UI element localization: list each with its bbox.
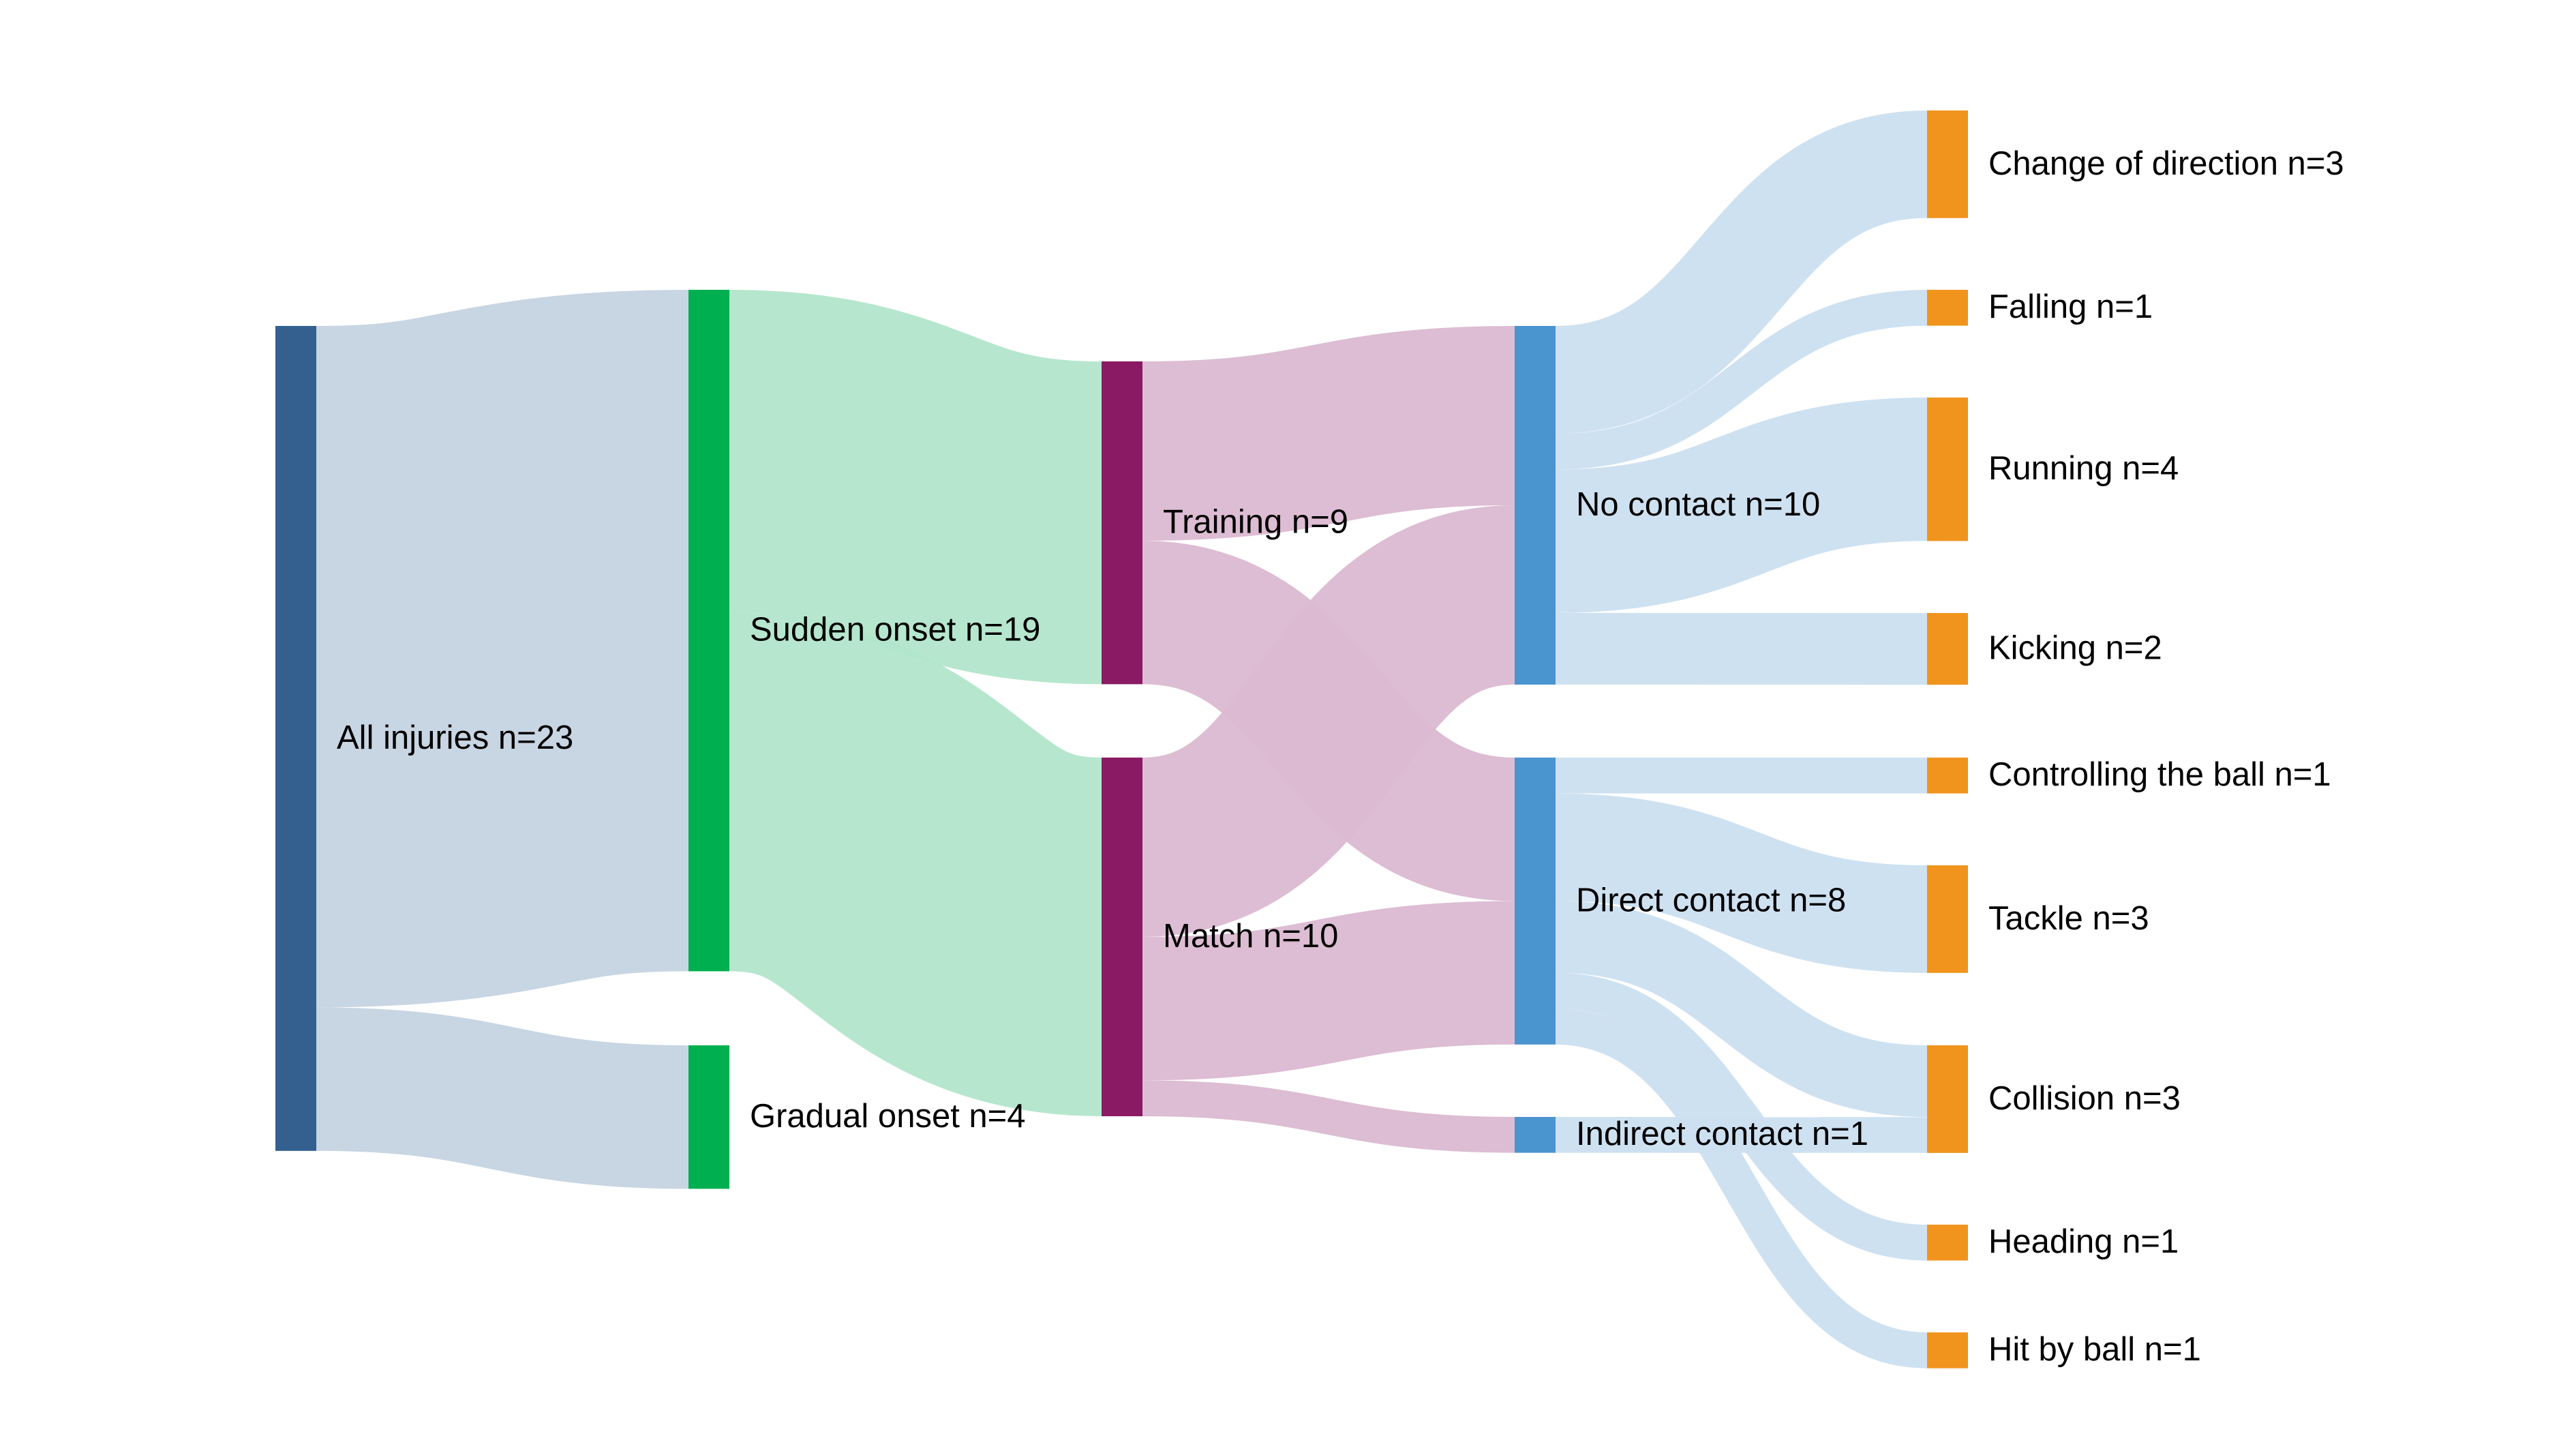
node-heading xyxy=(1927,1225,1968,1261)
links-layer xyxy=(314,110,1929,1369)
node-label-match: Match n=10 xyxy=(1163,918,1338,955)
node-label-all: All injuries n=23 xyxy=(337,719,573,756)
link-direct-to-collision xyxy=(1555,901,1928,1118)
node-running xyxy=(1927,398,1968,541)
node-sudden xyxy=(688,290,729,972)
link-match-to-direct xyxy=(1142,901,1515,1081)
node-all xyxy=(275,326,316,1151)
node-label-indirect: Indirect contact n=1 xyxy=(1576,1116,1868,1152)
link-nocontact-to-running xyxy=(1555,398,1928,613)
link-nocontact-to-falling xyxy=(1555,290,1928,470)
node-direct xyxy=(1515,758,1556,1045)
link-nocontact-to-cod xyxy=(1554,110,1929,434)
link-sudden-to-training xyxy=(727,290,1104,685)
node-label-collision: Collision n=3 xyxy=(1988,1080,2181,1117)
node-hitbyball xyxy=(1927,1332,1968,1369)
link-match-to-indirect xyxy=(1142,1080,1515,1153)
link-all-to-sudden xyxy=(314,290,691,1008)
node-label-running: Running n=4 xyxy=(1988,450,2179,487)
node-label-tackle: Tackle n=3 xyxy=(1988,900,2149,937)
node-training xyxy=(1102,361,1142,685)
node-gradual xyxy=(688,1045,729,1189)
node-kicking xyxy=(1927,613,1968,685)
node-nocontact xyxy=(1515,326,1556,685)
node-collision xyxy=(1927,1045,1968,1153)
node-cod xyxy=(1927,110,1968,218)
link-training-to-nocontact xyxy=(1142,326,1515,541)
node-label-gradual: Gradual onset n=4 xyxy=(750,1098,1026,1135)
node-falling xyxy=(1927,290,1968,326)
link-direct-to-hitbyball xyxy=(1555,1009,1928,1369)
node-label-nocontact: No contact n=10 xyxy=(1576,486,1820,523)
node-label-kicking: Kicking n=2 xyxy=(1988,630,2162,667)
link-direct-to-heading xyxy=(1555,972,1928,1261)
node-label-hitbyball: Hit by ball n=1 xyxy=(1988,1331,2201,1368)
node-label-training: Training n=9 xyxy=(1163,504,1348,541)
link-direct-to-tackle xyxy=(1555,793,1928,973)
node-label-heading: Heading n=1 xyxy=(1988,1223,2179,1260)
node-indirect xyxy=(1515,1117,1556,1153)
node-label-falling: Falling n=1 xyxy=(1988,288,2153,325)
node-tackle xyxy=(1927,865,1968,973)
link-sudden-to-match xyxy=(725,612,1106,1116)
link-match-to-nocontact xyxy=(1138,505,1519,937)
node-match xyxy=(1102,758,1142,1116)
node-label-direct: Direct contact n=8 xyxy=(1576,882,1846,918)
link-all-to-gradual xyxy=(316,1007,689,1189)
node-label-sudden: Sudden onset n=19 xyxy=(750,612,1040,648)
labels-layer: All injuries n=23 Sudden onset n=19Gradua… xyxy=(337,145,2344,1368)
node-label-cod: Change of direction n=3 xyxy=(1988,145,2344,182)
node-label-controlling: Controlling the ball n=1 xyxy=(1988,756,2331,793)
nodes-layer xyxy=(275,110,1968,1369)
node-controlling xyxy=(1927,758,1968,794)
